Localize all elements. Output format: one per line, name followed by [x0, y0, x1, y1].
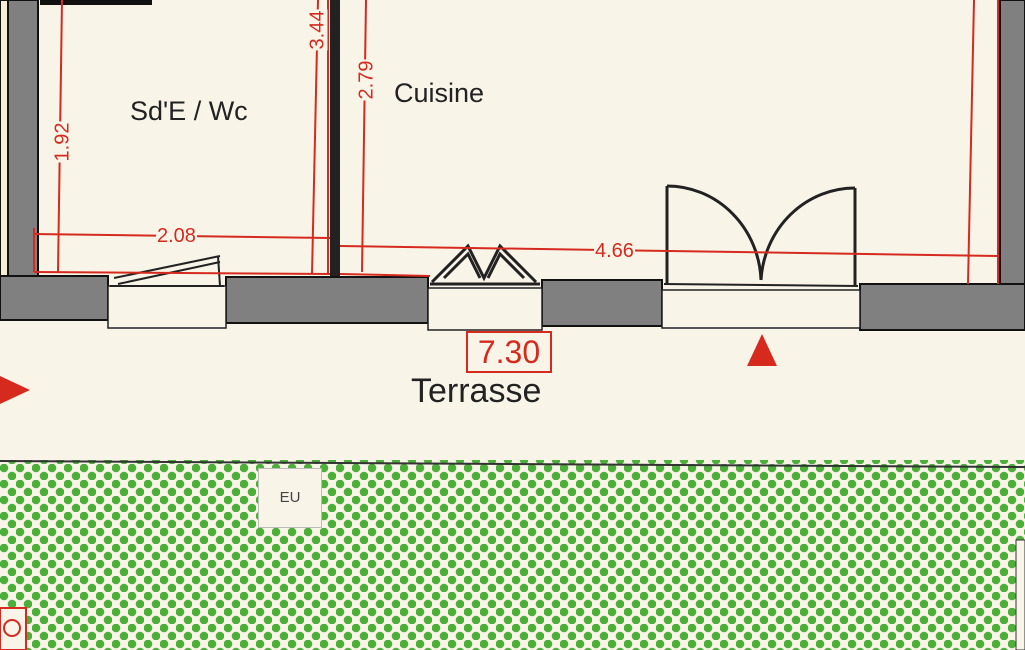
room-label-cuisine: Cuisine — [394, 78, 485, 108]
dimension-sde-width: 2.08 — [156, 225, 197, 247]
corner-marker-icon — [0, 607, 27, 650]
room-label-sde-wc: Sd'E / Wc — [130, 96, 248, 126]
door-arrow-icon — [747, 334, 777, 366]
terrasse-area-badge: 7.30 — [466, 331, 552, 373]
garden-area — [0, 460, 1025, 650]
dimension-cuisine-height: 2.79 — [355, 59, 378, 101]
entrance-arrow-icon — [0, 376, 30, 404]
dimension-sde-height: 1.92 — [51, 121, 74, 163]
dimension-cuisine-width: 4.66 — [594, 240, 635, 262]
exterior-wall — [0, 275, 1025, 331]
wall-right — [999, 0, 1025, 287]
eu-box: EU — [258, 468, 322, 528]
sde-window — [110, 255, 224, 287]
french-door — [663, 184, 859, 287]
dimension-wall-height: 3.44 — [306, 9, 329, 51]
wall-fragment — [40, 0, 152, 5]
kitchen-window — [430, 243, 540, 286]
room-label-terrasse: Terrasse — [411, 372, 542, 410]
wall-partition — [330, 0, 340, 276]
